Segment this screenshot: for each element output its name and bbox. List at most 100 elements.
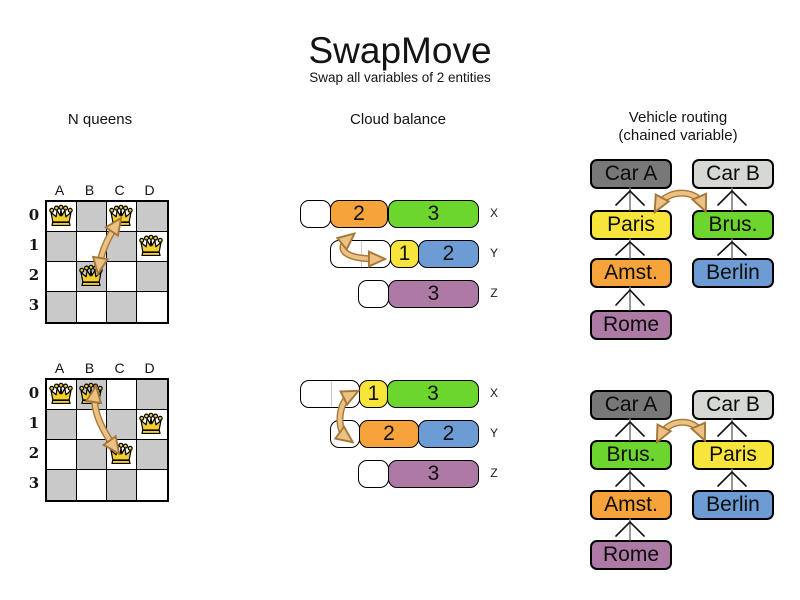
process-value: 2: [383, 422, 395, 445]
process-value: 2: [442, 242, 455, 265]
board-cell: [137, 232, 167, 262]
ghost-line: [361, 241, 362, 267]
board-cell: [77, 440, 107, 470]
box-label: Brus.: [606, 443, 656, 466]
row-label: 2: [28, 266, 40, 284]
process-value: 3: [427, 202, 440, 225]
col-label: A: [54, 182, 66, 198]
board-cell: [137, 380, 167, 410]
board-cell: [137, 470, 167, 500]
vehicle-box-city: Berlin: [692, 258, 774, 288]
cloud-process: 3: [387, 380, 479, 408]
board-cell: [77, 470, 107, 500]
board-cell: [107, 380, 137, 410]
board-cell: [107, 232, 137, 262]
vehicle-box-city: Rome: [590, 540, 672, 570]
col-label: D: [144, 182, 156, 198]
queen-icon: [78, 382, 104, 406]
process-value: 3: [427, 462, 440, 485]
box-label: Berlin: [706, 493, 760, 516]
board-cell: [77, 202, 107, 232]
board-cell: [47, 440, 77, 470]
vehicle-box-car-b: Car B: [692, 390, 774, 420]
row-label: 2: [28, 444, 40, 462]
board-cell: [137, 410, 167, 440]
cloud-process: 3: [388, 280, 479, 308]
board-cell: [107, 410, 137, 440]
vehicle-box-car-a: Car A: [590, 159, 672, 189]
computer-label: Y: [489, 426, 498, 440]
cloud-process: 3: [388, 200, 479, 228]
vehicle-box-city: Rome: [590, 310, 672, 340]
board-cell: [137, 440, 167, 470]
box-label: Car B: [706, 162, 760, 185]
box-label: Paris: [607, 213, 655, 236]
box-label: Amst.: [604, 261, 658, 284]
cloud-empty-capacity: [300, 380, 360, 408]
box-label: Rome: [602, 313, 660, 336]
row-label: 1: [28, 414, 40, 432]
vehicle-box-city: Amst.: [590, 490, 672, 520]
row-label: 3: [28, 474, 40, 492]
board-cell: [107, 440, 137, 470]
box-label: Car B: [706, 393, 760, 416]
cloud-process: 2: [418, 420, 479, 448]
col-label: B: [84, 360, 96, 376]
board-cell: [137, 262, 167, 292]
board-cell: [47, 202, 77, 232]
vehicle-box-city: Paris: [692, 440, 774, 470]
computer-label: X: [489, 386, 498, 400]
board-cell: [107, 470, 137, 500]
board-cell: [107, 262, 137, 292]
queen-icon: [108, 204, 134, 228]
queen-icon: [48, 204, 74, 228]
vehicle-box-city: Amst.: [590, 258, 672, 288]
cloud-process: 1: [359, 380, 388, 408]
board-cell: [47, 292, 77, 322]
vehicle-header-sub: (chained variable): [618, 127, 738, 144]
ghost-line: [331, 381, 332, 407]
cloud-empty-capacity: [358, 460, 389, 488]
page-subtitle: Swap all variables of 2 entities: [309, 70, 491, 85]
nqueens-board-before: A B C D 0 1 2 3: [29, 182, 169, 324]
box-label: Rome: [602, 543, 660, 566]
computer-label: X: [489, 206, 498, 220]
board-cell: [107, 292, 137, 322]
vehicle-header: Vehicle routing: [628, 109, 728, 126]
chain-connectors: [615, 187, 747, 541]
row-label: 1: [28, 236, 40, 254]
col-label: C: [114, 182, 126, 198]
board-cell: [137, 202, 167, 232]
vehicle-box-city: Brus.: [590, 440, 672, 470]
board-cell: [137, 292, 167, 322]
computer-label: Z: [490, 286, 498, 300]
board-cell: [47, 380, 77, 410]
board-cell: [47, 410, 77, 440]
process-value: 3: [427, 282, 440, 305]
page-title: SwapMove: [308, 30, 492, 71]
queen-icon: [78, 264, 104, 288]
cloud-header: Cloud balance: [350, 111, 446, 128]
cloud-empty-capacity: [358, 280, 389, 308]
board-cell: [47, 262, 77, 292]
cloud-process: 1: [390, 240, 419, 268]
process-value: 2: [442, 422, 455, 445]
process-value: 1: [398, 242, 411, 265]
computer-label: Y: [489, 246, 498, 260]
box-label: Paris: [709, 443, 757, 466]
process-value: 1: [367, 382, 380, 405]
vehicle-box-city: Berlin: [692, 490, 774, 520]
board-cell: [47, 470, 77, 500]
box-label: Car A: [604, 393, 658, 416]
queen-icon: [138, 234, 164, 258]
col-label: A: [54, 360, 66, 376]
board-cell: [47, 232, 77, 262]
cloud-process: 3: [388, 460, 479, 488]
nqueens-board-after: A B C D 0 1 2 3: [29, 360, 169, 502]
vehicle-swap-arrow: [658, 191, 703, 206]
row-label: 0: [28, 384, 40, 402]
vehicle-swap-arrow: [660, 420, 702, 436]
queen-icon: [48, 382, 74, 406]
vehicle-box-car-b: Car B: [692, 159, 774, 189]
